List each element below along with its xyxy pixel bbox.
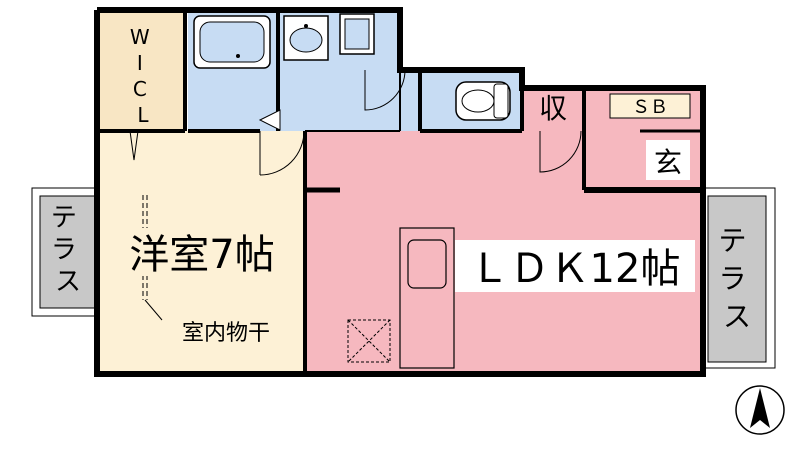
wicl-room: [97, 10, 185, 131]
laundry-label: 室内物干: [182, 321, 270, 346]
ventilation-icon: [347, 319, 391, 363]
terrace-right: [702, 187, 776, 369]
wicl-label: W I C L: [130, 25, 156, 127]
walls: [94, 7, 706, 377]
kitchen-counter: [399, 227, 455, 369]
storage-label: 収: [539, 92, 567, 125]
ldk-label: ＬＤＫ12帖: [470, 246, 681, 292]
entrance-label: 玄: [654, 146, 682, 179]
terrace-right-label: テ ラ ス: [719, 224, 756, 333]
bathtub-icon: [193, 15, 271, 69]
shoe-box: [609, 93, 691, 119]
north-arrow-icon: [735, 385, 785, 435]
terrace-left-label-full: テ ラ ス: [51, 203, 85, 297]
ldk-room: [305, 88, 703, 374]
door-swings: [129, 69, 582, 176]
toilet-icon: [455, 81, 511, 121]
washing-machine-icon: [339, 13, 375, 55]
bedroom-label: 洋室7帖: [129, 232, 274, 278]
terrace-left: [31, 187, 97, 317]
washbasin-icon: [283, 15, 329, 61]
storage-room: [522, 88, 584, 130]
sb-label: ＳＢ: [632, 97, 668, 118]
